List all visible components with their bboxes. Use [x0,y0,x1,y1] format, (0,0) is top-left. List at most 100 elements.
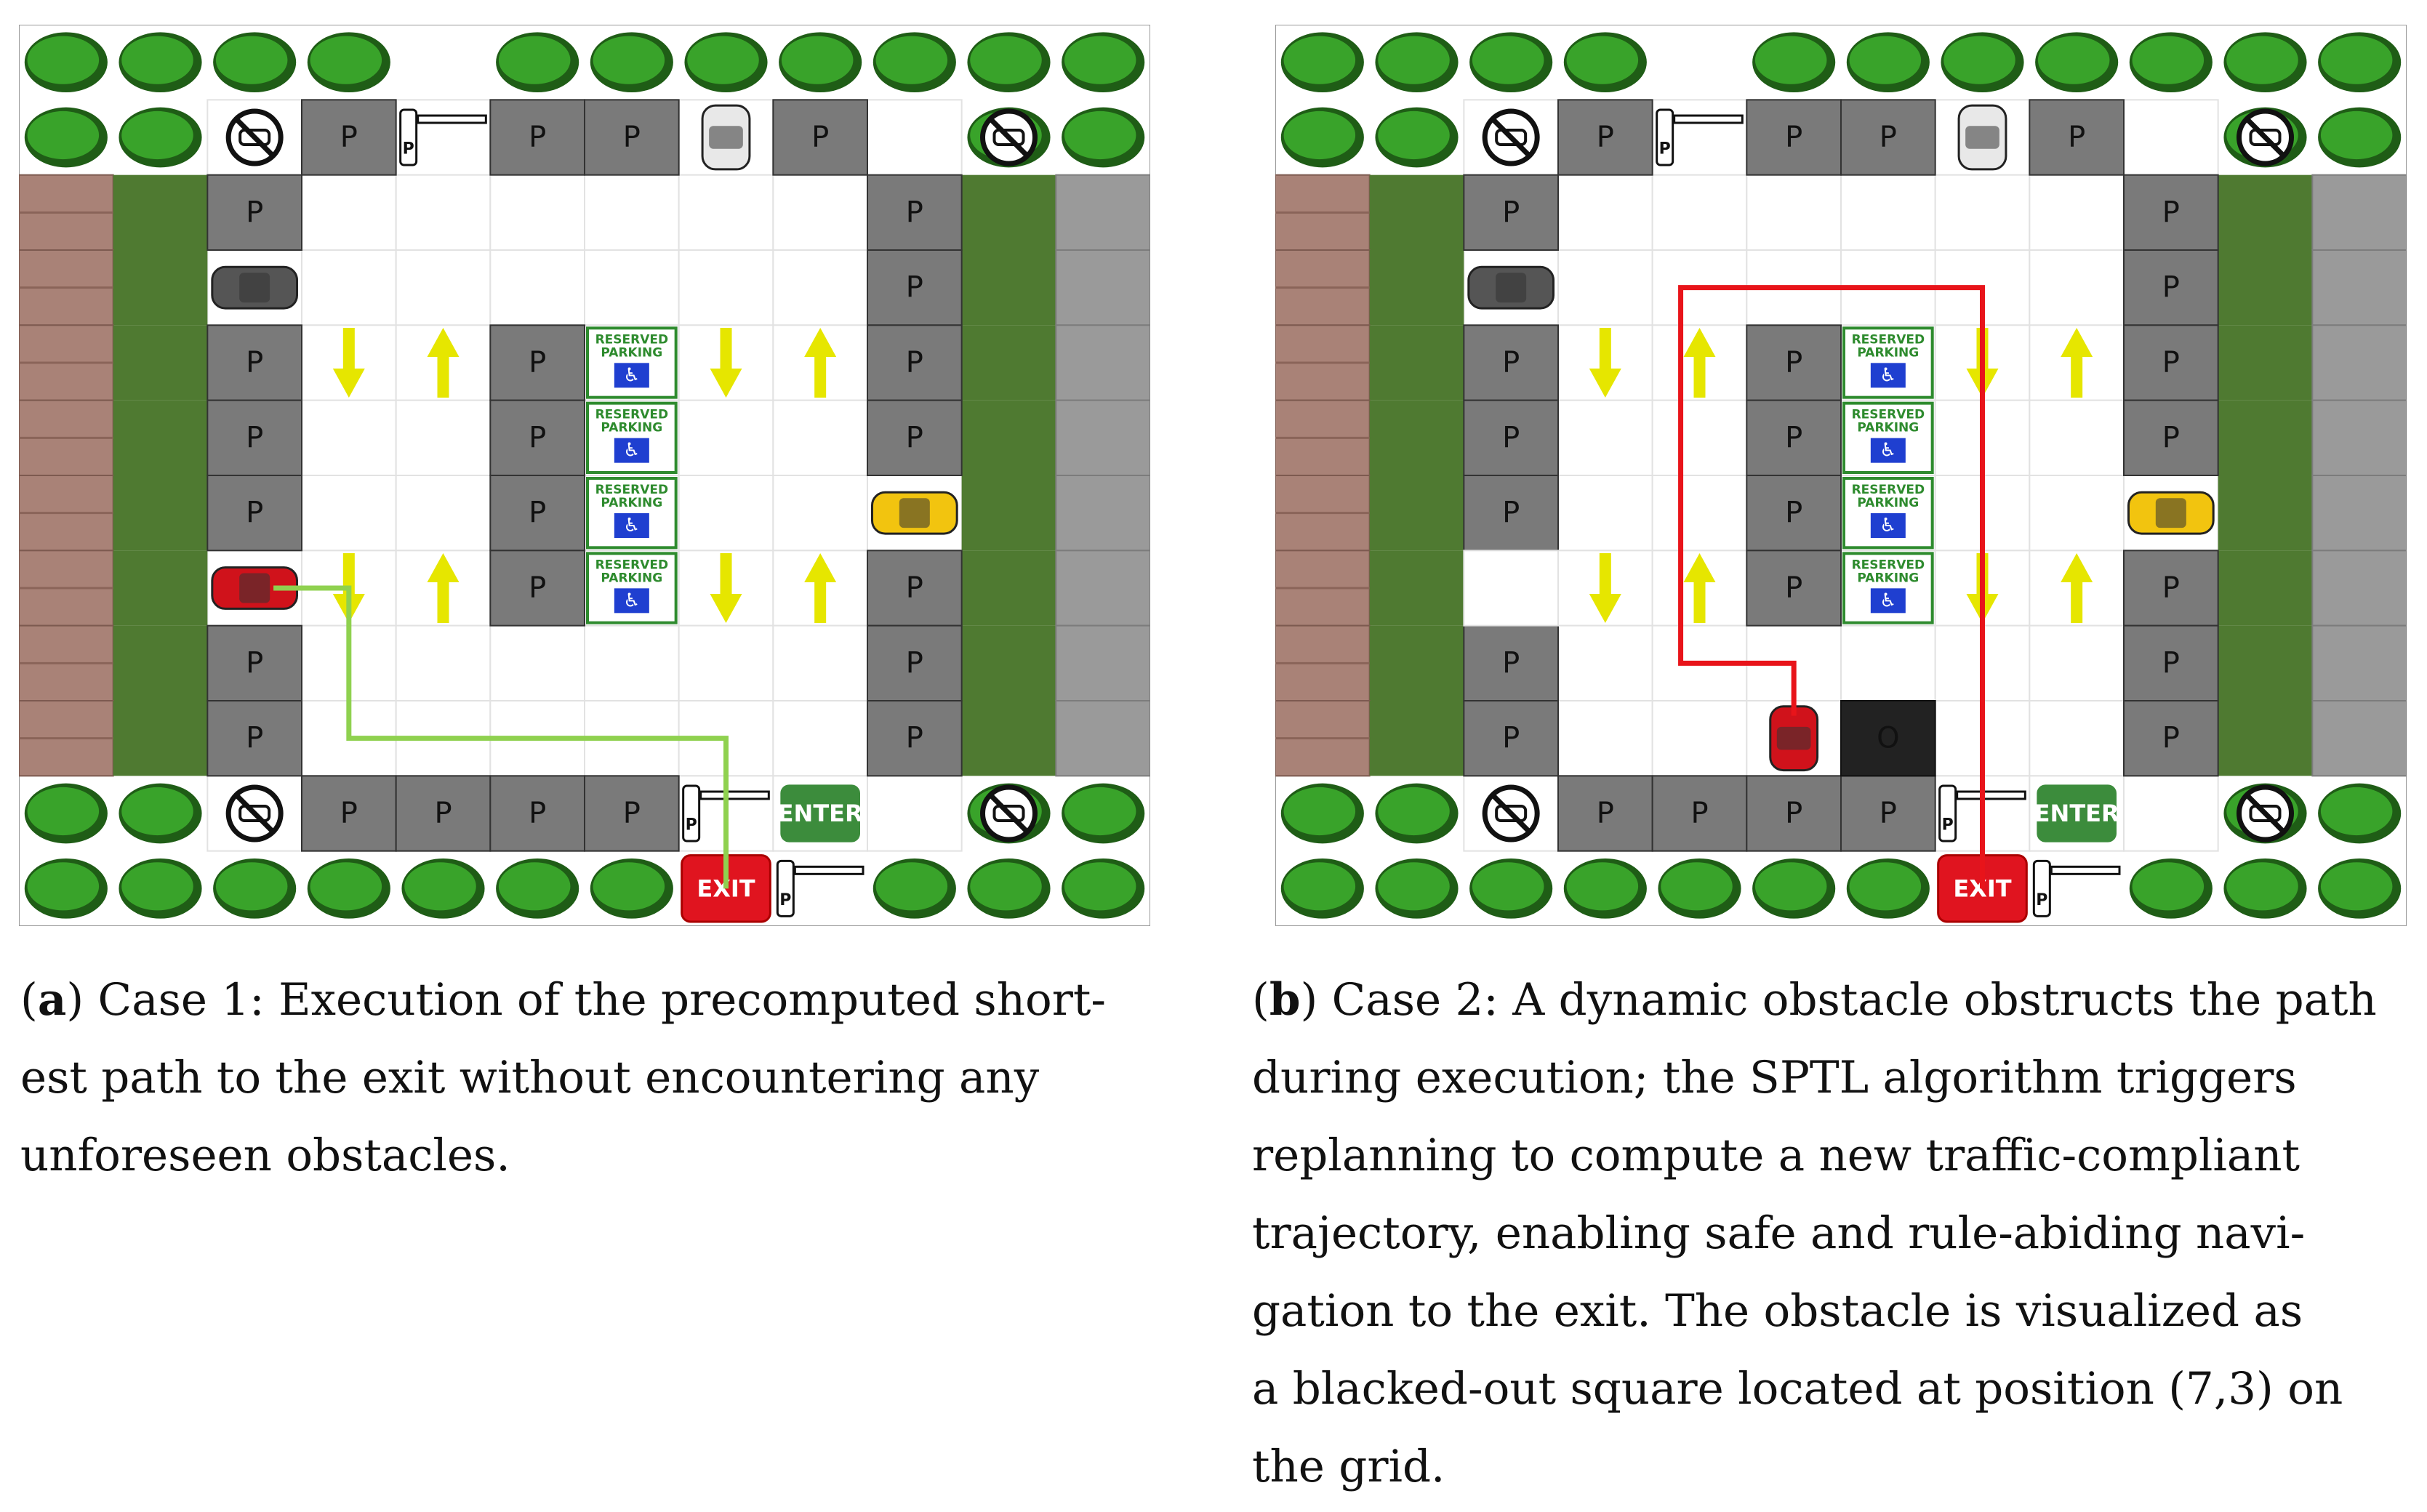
building-roof [2311,324,2407,401]
building-roof [1055,174,1150,252]
parking-spot-label: P [906,646,923,680]
reserved-text: RESERVED [595,408,669,422]
building-roof [1055,550,1150,627]
no-parking-slash [233,792,276,835]
tree-canopy [1064,787,1136,836]
caption-b-tag: b [1269,974,1301,1026]
caption-b: (b) Case 2: A dynamic obstacle obstructs… [1252,961,2408,1505]
tree-canopy [1754,862,1827,911]
parking-spot-label: P [623,797,641,830]
tree-canopy [310,36,382,84]
tree-canopy [1283,36,1356,84]
hedge [2218,625,2313,701]
tree-canopy [2226,36,2298,84]
caption-a-line-0: (a) Case 1: Execution of the precomputed… [20,974,1107,1026]
parking-spot-label: P [906,346,923,379]
parking-spot-label: P [529,121,546,154]
up-arrow-icon [2061,328,2093,398]
hedge [113,250,208,326]
grid-cell [772,174,869,252]
empty-spot [1463,550,1560,627]
tree-canopy [2037,36,2110,84]
parking-spot [584,775,680,852]
grid-cell [2029,249,2125,326]
parking-spot-label: P [906,271,923,305]
reserved-text: PARKING [601,345,662,360]
up-arrow-icon [1683,328,1716,398]
wheelchair-icon [1870,588,1906,614]
car-windshield [1776,726,1811,750]
grid-cell [678,399,774,477]
parking-spot-label: P [1502,496,1520,530]
parking-spot [206,624,303,702]
reserved-text: PARKING [1857,421,1919,435]
tree-canopy [1378,110,1450,160]
no-parking-car [992,805,1025,822]
hedge [1369,174,1464,250]
hedge [1369,250,1464,326]
obstacle-label: O [1877,722,1899,755]
grid-cell [2123,775,2219,852]
hedge [1369,701,1464,776]
car-windshield [1496,273,1527,303]
grid-cell [772,624,869,702]
parking-spot-label: P [1502,346,1520,379]
grid-cell [1746,174,1842,252]
grid-cell [1557,624,1653,702]
wheelchair-glyph: ♿ [1880,590,1896,611]
wheelchair-glyph: ♿ [1880,515,1896,536]
parking-spot [489,475,585,552]
no-parking-slash [1490,792,1532,835]
parking-spot [1557,775,1653,852]
grid-cell [772,399,869,477]
hedge [1369,550,1464,626]
hedge [2218,701,2313,776]
caption-b-line-2: replanning to compute a new traffic-comp… [1252,1130,2300,1181]
parking-spot [489,324,585,401]
parking-spot-label: P [2068,121,2085,154]
tree-canopy [27,110,100,160]
car-windshield [2155,498,2186,528]
hedge [2218,174,2313,250]
parking-spot [489,99,585,176]
tree-canopy [1283,110,1356,160]
hedge [961,625,1056,701]
grid-cell [867,775,963,852]
tree-canopy [121,36,193,84]
grid-cell [2029,174,2125,252]
grid-cell [772,249,869,326]
parking-spot [1746,475,1842,552]
parking-spot-label: P [434,797,452,830]
tree-canopy [970,36,1042,84]
enter-sign [2034,781,2120,845]
tree-canopy [2320,110,2393,160]
parking-spot-label: P [906,196,923,229]
parking-spot [1840,775,1936,852]
parking-spot-label: P [1785,797,1802,830]
parking-spot-label: P [1785,496,1802,530]
parking-spot-label: P [906,571,923,605]
parking-spot-label: P [906,722,923,755]
no-parking-slash [2245,792,2286,835]
caption-a: (a) Case 1: Execution of the precomputed… [20,961,1176,1194]
parking-spot-label: P [529,496,546,530]
tree-canopy [1472,862,1544,911]
tree-canopy [2226,862,2298,911]
gate-label: P [1659,140,1671,158]
tree-canopy [1943,36,2015,84]
tree-canopy [1283,862,1356,911]
reserved-sign [1842,326,1934,399]
caption-b-line-1: during execution; the SPTL algorithm tri… [1252,1052,2297,1103]
grid-cell [1557,700,1653,777]
caption-a-line-2: unforeseen obstacles. [20,1130,510,1181]
down-arrow-icon [1589,553,1621,623]
caption-b-line-3: trajectory, enabling safe and rule-abidi… [1252,1207,2306,1259]
tree-canopy [121,110,193,160]
parking-spot-label: P [1880,797,1897,830]
reserved-text: PARKING [601,496,662,510]
tree-canopy [1064,110,1136,160]
tree-canopy [27,36,100,84]
wheelchair-icon [614,513,649,538]
parking-spot [2123,700,2219,777]
